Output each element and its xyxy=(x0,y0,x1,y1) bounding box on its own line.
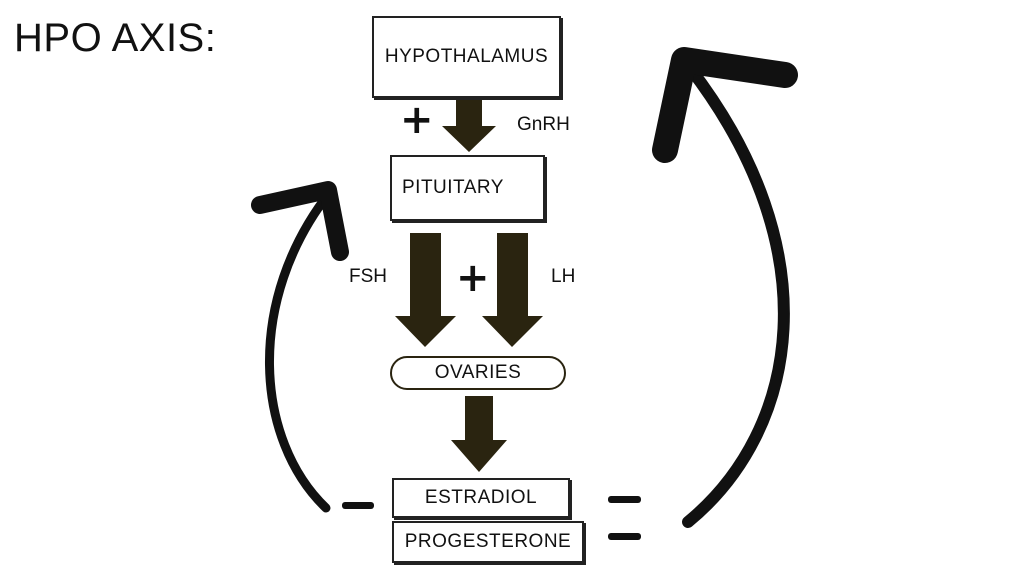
progesterone-label: PROGESTERONE xyxy=(404,531,572,552)
ovaries-label: OVARIES xyxy=(434,362,522,383)
left-feedback-arrowhead xyxy=(251,181,349,261)
hypothalamus-box: HYPOTHALAMUS xyxy=(372,16,561,98)
right-negative-sign-bottom xyxy=(608,533,641,540)
gnrh-arrow xyxy=(442,100,496,152)
progesterone-box: PROGESTERONE xyxy=(392,521,584,563)
lh-arrow xyxy=(482,233,543,347)
gnrh-label: GnRH xyxy=(517,114,570,135)
diagram-title: HPO AXIS: xyxy=(14,16,217,60)
lh-label: LH xyxy=(551,266,576,287)
left-negative-sign xyxy=(342,502,374,509)
right-feedback-arrowhead xyxy=(652,47,798,163)
ovaries-to-hormones-arrow xyxy=(451,396,507,472)
pituitary-box: PITUITARY xyxy=(390,155,545,221)
ovaries-box: OVARIES xyxy=(390,356,566,390)
fsh-arrow xyxy=(395,233,456,347)
fsh-label: FSH xyxy=(349,266,387,287)
right-negative-sign-top xyxy=(608,496,641,503)
gnrh-plus-sign: + xyxy=(400,97,434,143)
estradiol-label: ESTRADIOL xyxy=(424,487,538,508)
estradiol-box: ESTRADIOL xyxy=(392,478,570,518)
right-feedback-arrow xyxy=(682,62,790,528)
fsh-lh-plus-sign: + xyxy=(456,255,490,301)
pituitary-label: PITUITARY xyxy=(402,177,504,198)
left-feedback-arrow xyxy=(265,187,335,513)
hypothalamus-label: HYPOTHALAMUS xyxy=(384,46,549,67)
